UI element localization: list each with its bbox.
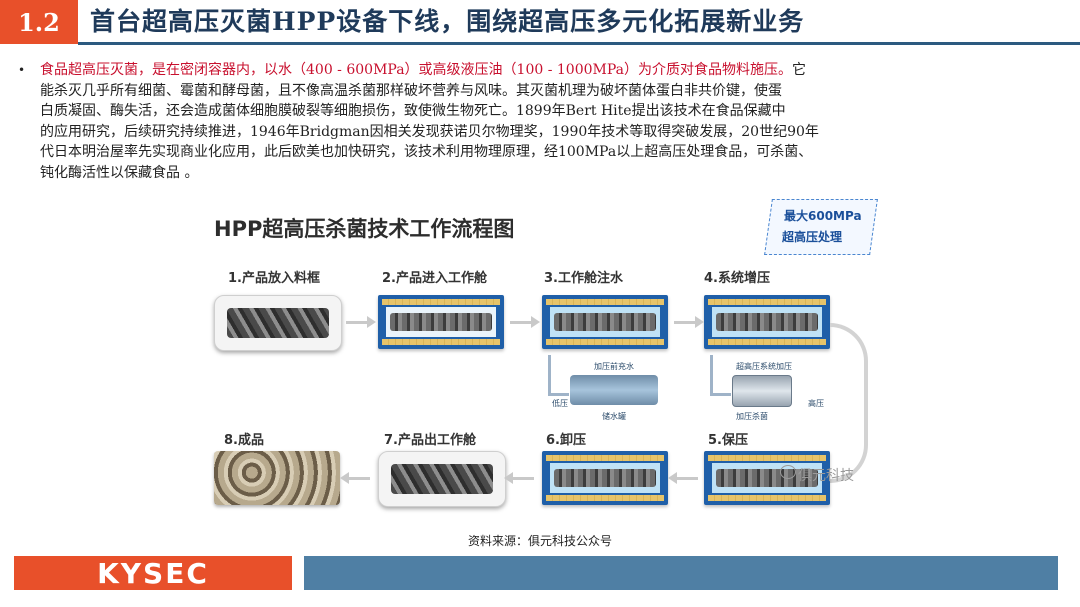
- highlight-text: 食品超高压灭菌，是在密闭容器内，以水（400 - 600MPa）或高级液压油（1…: [40, 62, 792, 78]
- step-4-label: 4.系统增压: [704, 271, 770, 286]
- para-line-4: 的应用研究，后续研究持续推进，1946年Bridgman因相关发现获诺贝尔物理奖…: [40, 123, 819, 140]
- step-3-label: 3.工作舱注水: [544, 271, 623, 286]
- header-divider: [78, 42, 1080, 45]
- page-title: 首台超高压灭菌HPP设备下线，围绕超高压多元化拓展新业务: [90, 7, 805, 36]
- max-pressure-label: 最大600MPa: [784, 209, 862, 223]
- kysec-logo: KYSEC: [14, 556, 292, 590]
- para-line-6: 钝化酶活性以保藏食品 。: [40, 164, 199, 181]
- para-line-2: 能杀灭几乎所有细菌、霉菌和酵母菌，且不像高温杀菌那样破坏营养与风味。其灭菌机理为…: [40, 82, 782, 99]
- step-6-chamber: [542, 451, 668, 505]
- para-line-1: 食品超高压灭菌，是在密闭容器内，以水（400 - 600MPa）或高级液压油（1…: [40, 60, 1040, 81]
- hpp-flow-diagram: HPP超高压杀菌技术工作流程图 最大600MPa 超高压处理 1.产品放入料框 …: [202, 195, 885, 527]
- step-2-label: 2.产品进入工作舱: [382, 271, 487, 286]
- step-5-chamber: [704, 451, 830, 505]
- para-line-3: 白质凝固、酶失活，还会造成菌体细胞膜破裂等细胞损伤，致使微生物死亡。1899年B…: [40, 103, 786, 119]
- step-1-label: 1.产品放入料框: [228, 271, 320, 286]
- step-8-label: 8.成品: [224, 433, 264, 448]
- step-1-basket: [214, 295, 342, 351]
- source-note: 资料来源：俱元科技公众号: [468, 534, 613, 548]
- arrow-5-6: [668, 472, 698, 484]
- step-7-label: 7.产品出工作舱: [384, 433, 476, 448]
- arrow-7-8: [340, 472, 370, 484]
- para-line-5: 代日本明治屋率先实现商业化应用，此后欧美也加快研究，该技术利用物理原理，经100…: [40, 144, 813, 160]
- step-5-label: 5.保压: [708, 433, 748, 448]
- high-pressure-label: 高压: [808, 399, 824, 408]
- section-number: 1.2: [0, 0, 78, 44]
- diagram-title: HPP超高压杀菌技术工作流程图: [214, 217, 515, 241]
- step-8-product: [214, 451, 340, 505]
- step-2-chamber: [378, 295, 504, 349]
- arrow-6-7: [504, 472, 534, 484]
- arrow-2-3: [510, 316, 540, 328]
- footer-bar: [304, 556, 1058, 590]
- bullet-icon: •: [18, 63, 26, 77]
- wechat-icon: [780, 465, 796, 479]
- watermark: 俱元科技: [798, 468, 854, 484]
- return-flow-curve: [830, 323, 868, 483]
- sterilize-label: 加压杀菌: [736, 412, 768, 421]
- body-paragraph: • 食品超高压灭菌，是在密闭容器内，以水（400 - 600MPa）或高级液压油…: [18, 60, 1040, 183]
- booster-unit: [732, 375, 792, 407]
- arrow-1-2: [346, 316, 376, 328]
- step-7-basket: [378, 451, 506, 507]
- logo-text: KYSEC: [97, 556, 209, 590]
- arrow-3-4: [674, 316, 704, 328]
- water-pipe: [548, 355, 569, 396]
- step-3-chamber: [542, 295, 668, 349]
- step-4-chamber: [704, 295, 830, 349]
- booster-label: 超高压系统加压: [736, 362, 792, 371]
- tank-label: 储水罐: [602, 412, 626, 421]
- booster-pipe: [710, 355, 731, 396]
- water-tank: [570, 375, 658, 405]
- low-pressure-label: 低压: [552, 399, 568, 408]
- step-6-label: 6.卸压: [546, 433, 586, 448]
- para-line-1-rest: 它: [792, 62, 806, 78]
- prefill-label: 加压前充水: [594, 362, 634, 371]
- max-pressure-sublabel: 超高压处理: [782, 230, 843, 244]
